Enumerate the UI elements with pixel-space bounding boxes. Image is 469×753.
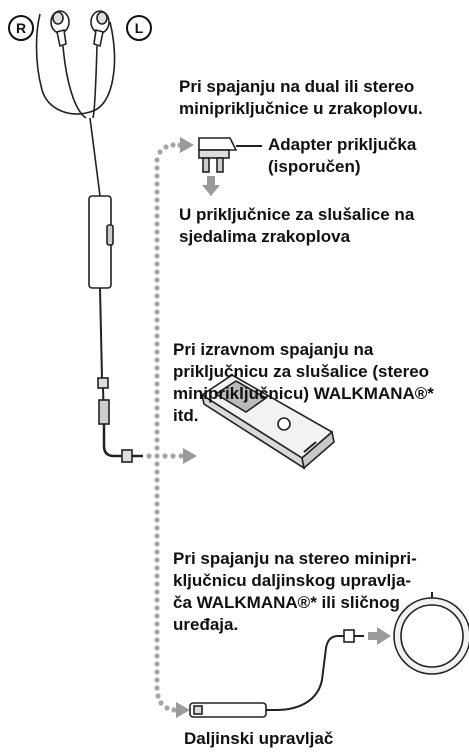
right-earbud bbox=[50, 10, 70, 48]
right-ear-label: R bbox=[8, 15, 34, 41]
dotted-path bbox=[146, 142, 184, 713]
round-device bbox=[393, 592, 469, 675]
arrowheads bbox=[176, 137, 197, 718]
earphones bbox=[35, 10, 116, 197]
remote-connect-text: Pri spajanju na stereo minipri- ključnic… bbox=[173, 549, 417, 634]
left-ear-label: L bbox=[126, 15, 152, 41]
plug-adapter bbox=[198, 137, 262, 173]
walkman-device bbox=[200, 374, 335, 470]
right-arrow bbox=[368, 627, 391, 645]
left-earbud bbox=[90, 10, 110, 48]
adapter-text: Adapter priključka (isporučen) bbox=[268, 135, 417, 176]
inline-control bbox=[88, 195, 143, 463]
plane-seats-text: U priključnice za slušalice na sjedalima… bbox=[179, 205, 415, 246]
remote-control bbox=[189, 629, 364, 718]
plane-dual-text: Pri spajanju na dual ili stereo miniprik… bbox=[179, 77, 423, 118]
walkman-direct-text: Pri izravnom spajanju na priključnicu za… bbox=[173, 340, 434, 425]
down-arrow bbox=[202, 176, 220, 196]
remote-label: Daljinski upravljač bbox=[184, 729, 334, 748]
